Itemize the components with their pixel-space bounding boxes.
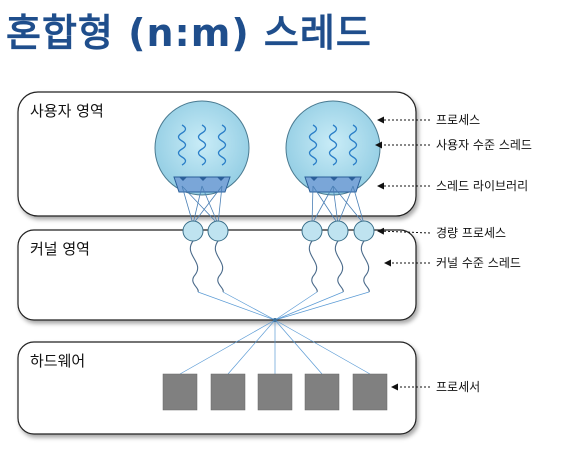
annotation-arrows: [375, 116, 431, 391]
hardware-label: 하드웨어: [30, 352, 85, 370]
lightweight-process: [301, 220, 323, 242]
processor: [257, 373, 293, 411]
user-thread-group: [177, 124, 227, 166]
page-title: 혼합형 (n:m) 스레드: [6, 11, 372, 55]
processor: [162, 373, 198, 411]
lightweight-process: [353, 220, 375, 242]
thread-library: [173, 176, 231, 193]
lwp-group: [182, 220, 375, 242]
processor: [352, 373, 388, 411]
kernel-thread: [360, 240, 370, 293]
scheduler-point: [273, 318, 277, 322]
annotation-kernel-thread: 커널 수준 스레드: [436, 256, 521, 270]
annotation-thread-library: 스레드 라이브러리: [436, 179, 528, 193]
user-thread: [197, 124, 207, 166]
user-thread-group: [308, 124, 358, 166]
mapping-lines: [181, 185, 365, 225]
kernel-space-label: 커널 영역: [30, 240, 90, 258]
user-thread: [177, 124, 187, 166]
processor-group: [162, 373, 388, 411]
annotation-user-thread: 사용자 수준 스레드: [436, 138, 532, 152]
kernel-thread: [214, 240, 224, 293]
kernel-thread-group: [189, 240, 370, 293]
user-thread: [217, 124, 227, 166]
process-circle: [154, 100, 250, 196]
scheduler-lines: [179, 291, 371, 375]
kernel-thread: [308, 240, 318, 293]
annotation-processor: 프로세서: [436, 380, 480, 394]
user-thread: [308, 124, 318, 166]
user-thread: [348, 124, 358, 166]
kernel-thread: [334, 240, 344, 293]
user-thread: [328, 124, 338, 166]
processor: [304, 373, 340, 411]
thread-library: [304, 176, 362, 193]
lightweight-process: [182, 220, 204, 242]
lightweight-process: [327, 220, 349, 242]
annotation-process: 프로세스: [436, 113, 480, 127]
lightweight-process: [207, 220, 229, 242]
kernel-thread: [189, 240, 199, 293]
user-space-label: 사용자 영역: [30, 102, 104, 120]
processor: [210, 373, 246, 411]
annotation-lightweight-process: 경량 프로세스: [436, 226, 506, 240]
